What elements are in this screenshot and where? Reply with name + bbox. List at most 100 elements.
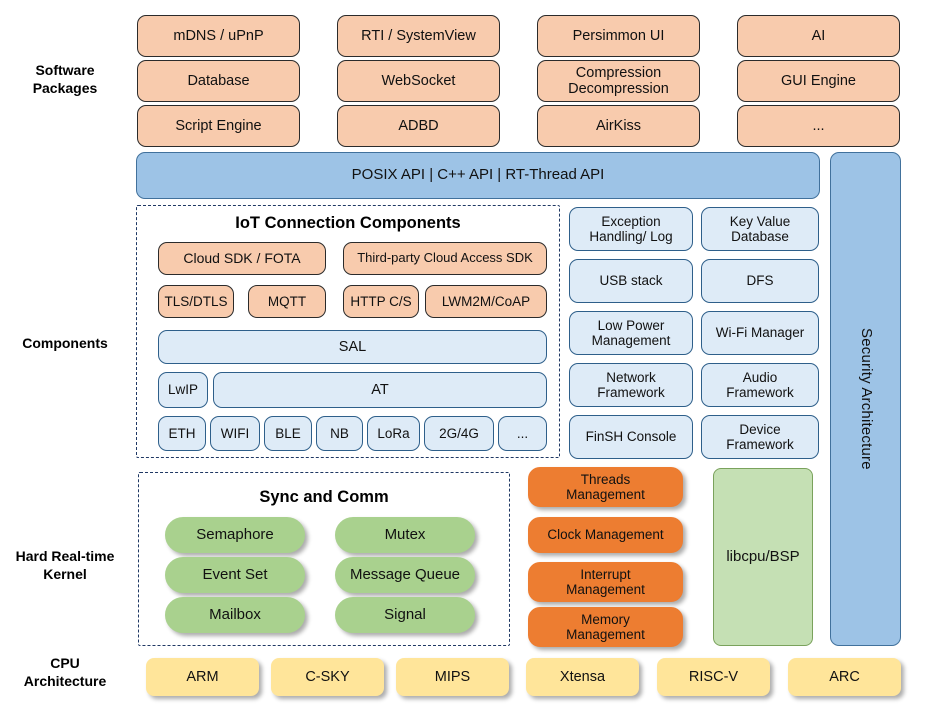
kernel-clock-management[interactable]: Clock Management xyxy=(528,517,683,553)
iot-link-more[interactable]: ... xyxy=(498,416,547,451)
iot-item-label: Cloud SDK / FOTA xyxy=(183,249,301,266)
cpu-arch-risc-v[interactable]: RISC-V xyxy=(657,658,770,696)
kernel-threads-management[interactable]: Threads Management xyxy=(528,467,683,507)
software-package-gui-engine[interactable]: GUI Engine xyxy=(737,60,900,102)
iot-link-lora[interactable]: LoRa xyxy=(367,416,420,451)
sync-item-label: Event Set xyxy=(202,565,268,583)
component-label-line1: DFS xyxy=(746,273,774,289)
kernel-label-line2: Management xyxy=(566,627,645,642)
iot-item-label: MQTT xyxy=(267,293,307,309)
sync-item-label: Mutex xyxy=(384,525,426,543)
iot-third-party-cloud-access-sdk[interactable]: Third-party Cloud Access SDK xyxy=(343,242,547,275)
iot-link-2g-4g[interactable]: 2G/4G xyxy=(424,416,494,451)
sync-item-label: Message Queue xyxy=(349,565,461,583)
row-label-software-packages-line1: Software xyxy=(35,62,95,78)
software-package-label: RTI / SystemView xyxy=(361,27,476,44)
software-package-label: AI xyxy=(811,27,826,44)
iot-http-cs[interactable]: HTTP C/S xyxy=(343,285,419,318)
security-architecture-column[interactable]: Security Architecture xyxy=(830,152,901,646)
cpu-arch-arc[interactable]: ARC xyxy=(788,658,901,696)
component-wifi-manager[interactable]: Wi-Fi Manager xyxy=(701,311,819,355)
component-usb-stack[interactable]: USB stack xyxy=(569,259,693,303)
iot-item-label: 2G/4G xyxy=(439,425,479,441)
software-package-adbd[interactable]: ADBD xyxy=(337,105,500,147)
software-package-label: ADBD xyxy=(398,117,439,134)
cpu-arch-c-sky[interactable]: C-SKY xyxy=(271,658,384,696)
iot-item-label: LoRa xyxy=(377,425,410,441)
kernel-label-line2: Management xyxy=(566,582,645,597)
kernel-interrupt-management[interactable]: Interrupt Management xyxy=(528,562,683,602)
libcpu-bsp-block[interactable]: libcpu/BSP xyxy=(713,468,813,646)
sync-signal[interactable]: Signal xyxy=(335,597,475,633)
component-label-line1: Low Power xyxy=(597,317,665,333)
iot-link-nb[interactable]: NB xyxy=(316,416,363,451)
iot-tls-dtls[interactable]: TLS/DTLS xyxy=(158,285,234,318)
row-label-kernel-line2: Kernel xyxy=(43,565,87,582)
sync-item-label: Semaphore xyxy=(196,525,274,543)
component-label-line1: Network xyxy=(606,369,656,385)
sync-mailbox[interactable]: Mailbox xyxy=(165,597,305,633)
component-low-power-management[interactable]: Low Power Management xyxy=(569,311,693,355)
software-package-label: ... xyxy=(812,117,825,134)
api-bar[interactable]: POSIX API | C++ API | RT-Thread API xyxy=(136,152,820,199)
component-audio-framework[interactable]: Audio Framework xyxy=(701,363,819,407)
cpu-arch-mips[interactable]: MIPS xyxy=(396,658,509,696)
sync-message-queue[interactable]: Message Queue xyxy=(335,557,475,593)
iot-item-label: BLE xyxy=(275,425,301,441)
iot-cloud-sdk-fota[interactable]: Cloud SDK / FOTA xyxy=(158,242,326,275)
row-label-software-packages: Software Packages xyxy=(0,62,130,97)
component-exception-handling-log[interactable]: Exception Handling/ Log xyxy=(569,207,693,251)
software-package-rti-systemview[interactable]: RTI / SystemView xyxy=(337,15,500,57)
cpu-arch-xtensa[interactable]: Xtensa xyxy=(526,658,639,696)
component-key-value-database[interactable]: Key Value Database xyxy=(701,207,819,251)
software-package-websocket[interactable]: WebSocket xyxy=(337,60,500,102)
sync-item-label: Mailbox xyxy=(209,605,261,623)
component-label-line1: USB stack xyxy=(599,273,663,289)
iot-lwm2m-coap[interactable]: LWM2M/CoAP xyxy=(425,285,547,318)
component-device-framework[interactable]: Device Framework xyxy=(701,415,819,459)
component-label-line1: Wi-Fi Manager xyxy=(715,325,805,341)
row-label-software-packages-line2: Packages xyxy=(32,79,98,96)
software-package-more[interactable]: ... xyxy=(737,105,900,147)
iot-item-label: SAL xyxy=(338,338,367,355)
sync-mutex[interactable]: Mutex xyxy=(335,517,475,553)
software-package-mdns-upnp[interactable]: mDNS / uPnP xyxy=(137,15,300,57)
iot-link-wifi[interactable]: WIFI xyxy=(210,416,260,451)
component-dfs[interactable]: DFS xyxy=(701,259,819,303)
software-package-persimmon-ui[interactable]: Persimmon UI xyxy=(537,15,700,57)
component-finsh-console[interactable]: FinSH Console xyxy=(569,415,693,459)
iot-link-eth[interactable]: ETH xyxy=(158,416,206,451)
software-package-label: WebSocket xyxy=(381,72,456,89)
iot-item-label: NB xyxy=(330,425,349,441)
cpu-arch-label: RISC-V xyxy=(688,668,739,685)
iot-sal[interactable]: SAL xyxy=(158,330,547,364)
row-label-cpu-line1: CPU xyxy=(50,655,80,671)
software-package-label: GUI Engine xyxy=(781,72,856,89)
software-package-compression-decompression[interactable]: Compression Decompression xyxy=(537,60,700,102)
iot-mqtt[interactable]: MQTT xyxy=(248,285,326,318)
software-package-label: AirKiss xyxy=(595,117,642,134)
component-label-line2: Management xyxy=(591,333,671,348)
kernel-label-line1: Clock Management xyxy=(547,527,664,543)
software-package-database[interactable]: Database xyxy=(137,60,300,102)
software-package-label-line2: Decompression xyxy=(568,81,669,97)
component-label-line2: Handling/ Log xyxy=(589,229,673,244)
software-package-label: Script Engine xyxy=(175,117,262,134)
sync-item-label: Signal xyxy=(384,605,426,623)
row-label-kernel-line1: Hard Real-time xyxy=(15,548,115,564)
software-package-ai[interactable]: AI xyxy=(737,15,900,57)
sync-semaphore[interactable]: Semaphore xyxy=(165,517,305,553)
iot-item-label: WIFI xyxy=(220,425,250,441)
component-network-framework[interactable]: Network Framework xyxy=(569,363,693,407)
iot-at[interactable]: AT xyxy=(213,372,547,408)
iot-lwip[interactable]: LwIP xyxy=(158,372,208,408)
kernel-label-line1: Memory xyxy=(581,611,630,627)
sync-event-set[interactable]: Event Set xyxy=(165,557,305,593)
software-package-airkiss[interactable]: AirKiss xyxy=(537,105,700,147)
row-label-components-text: Components xyxy=(22,335,108,351)
cpu-arch-arm[interactable]: ARM xyxy=(146,658,259,696)
software-package-script-engine[interactable]: Script Engine xyxy=(137,105,300,147)
kernel-memory-management[interactable]: Memory Management xyxy=(528,607,683,647)
iot-item-label: ... xyxy=(516,425,529,441)
iot-link-ble[interactable]: BLE xyxy=(264,416,312,451)
